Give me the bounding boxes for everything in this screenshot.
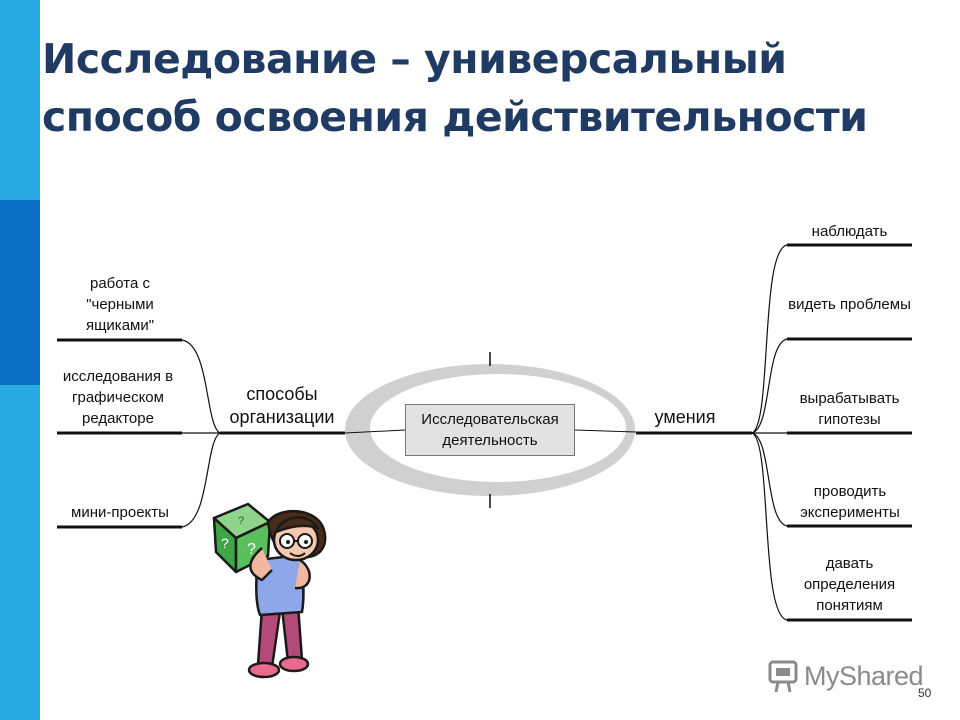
connector-lines [57,243,912,622]
girl-with-question-cube-icon: ? ? ? [212,502,327,679]
right-item-see-problems: видеть проблемы [788,296,911,313]
sidebar-band-bottom [0,385,40,720]
right-item-experiments: проводить эксперименты [800,483,900,521]
left-branch-label: способы организации [229,384,335,427]
right-item-hypotheses: вырабатывать гипотезы [799,390,900,428]
watermark: MyShared [768,656,924,696]
sidebar-band-middle [0,200,40,385]
title-line-1: Исследование – универсальный [42,35,787,83]
watermark-text: MyShared [804,660,924,691]
right-item-observe: наблюдать [811,223,888,240]
right-branch-label: умения [654,407,716,427]
svg-text:?: ? [238,515,244,527]
sidebar-decoration [0,0,40,720]
page-number: 50 [918,686,932,700]
svg-text:?: ? [221,535,229,551]
slide-title: Исследование – универсальный способ осво… [42,30,922,146]
left-item-mini-projects: мини-проекты [71,504,169,521]
myshared-logo-icon [768,660,798,693]
left-item-black-boxes: работа с "черными ящиками" [85,275,155,334]
sidebar-band-top [0,0,40,200]
left-item-graphic-editor: исследования в графическом редакторе [62,368,174,427]
center-node: Исследовательская деятельность [405,404,575,456]
svg-text:?: ? [247,541,256,558]
right-item-definitions: давать определения понятиям [803,555,896,614]
title-line-2: способ освоения действительности [42,93,868,141]
